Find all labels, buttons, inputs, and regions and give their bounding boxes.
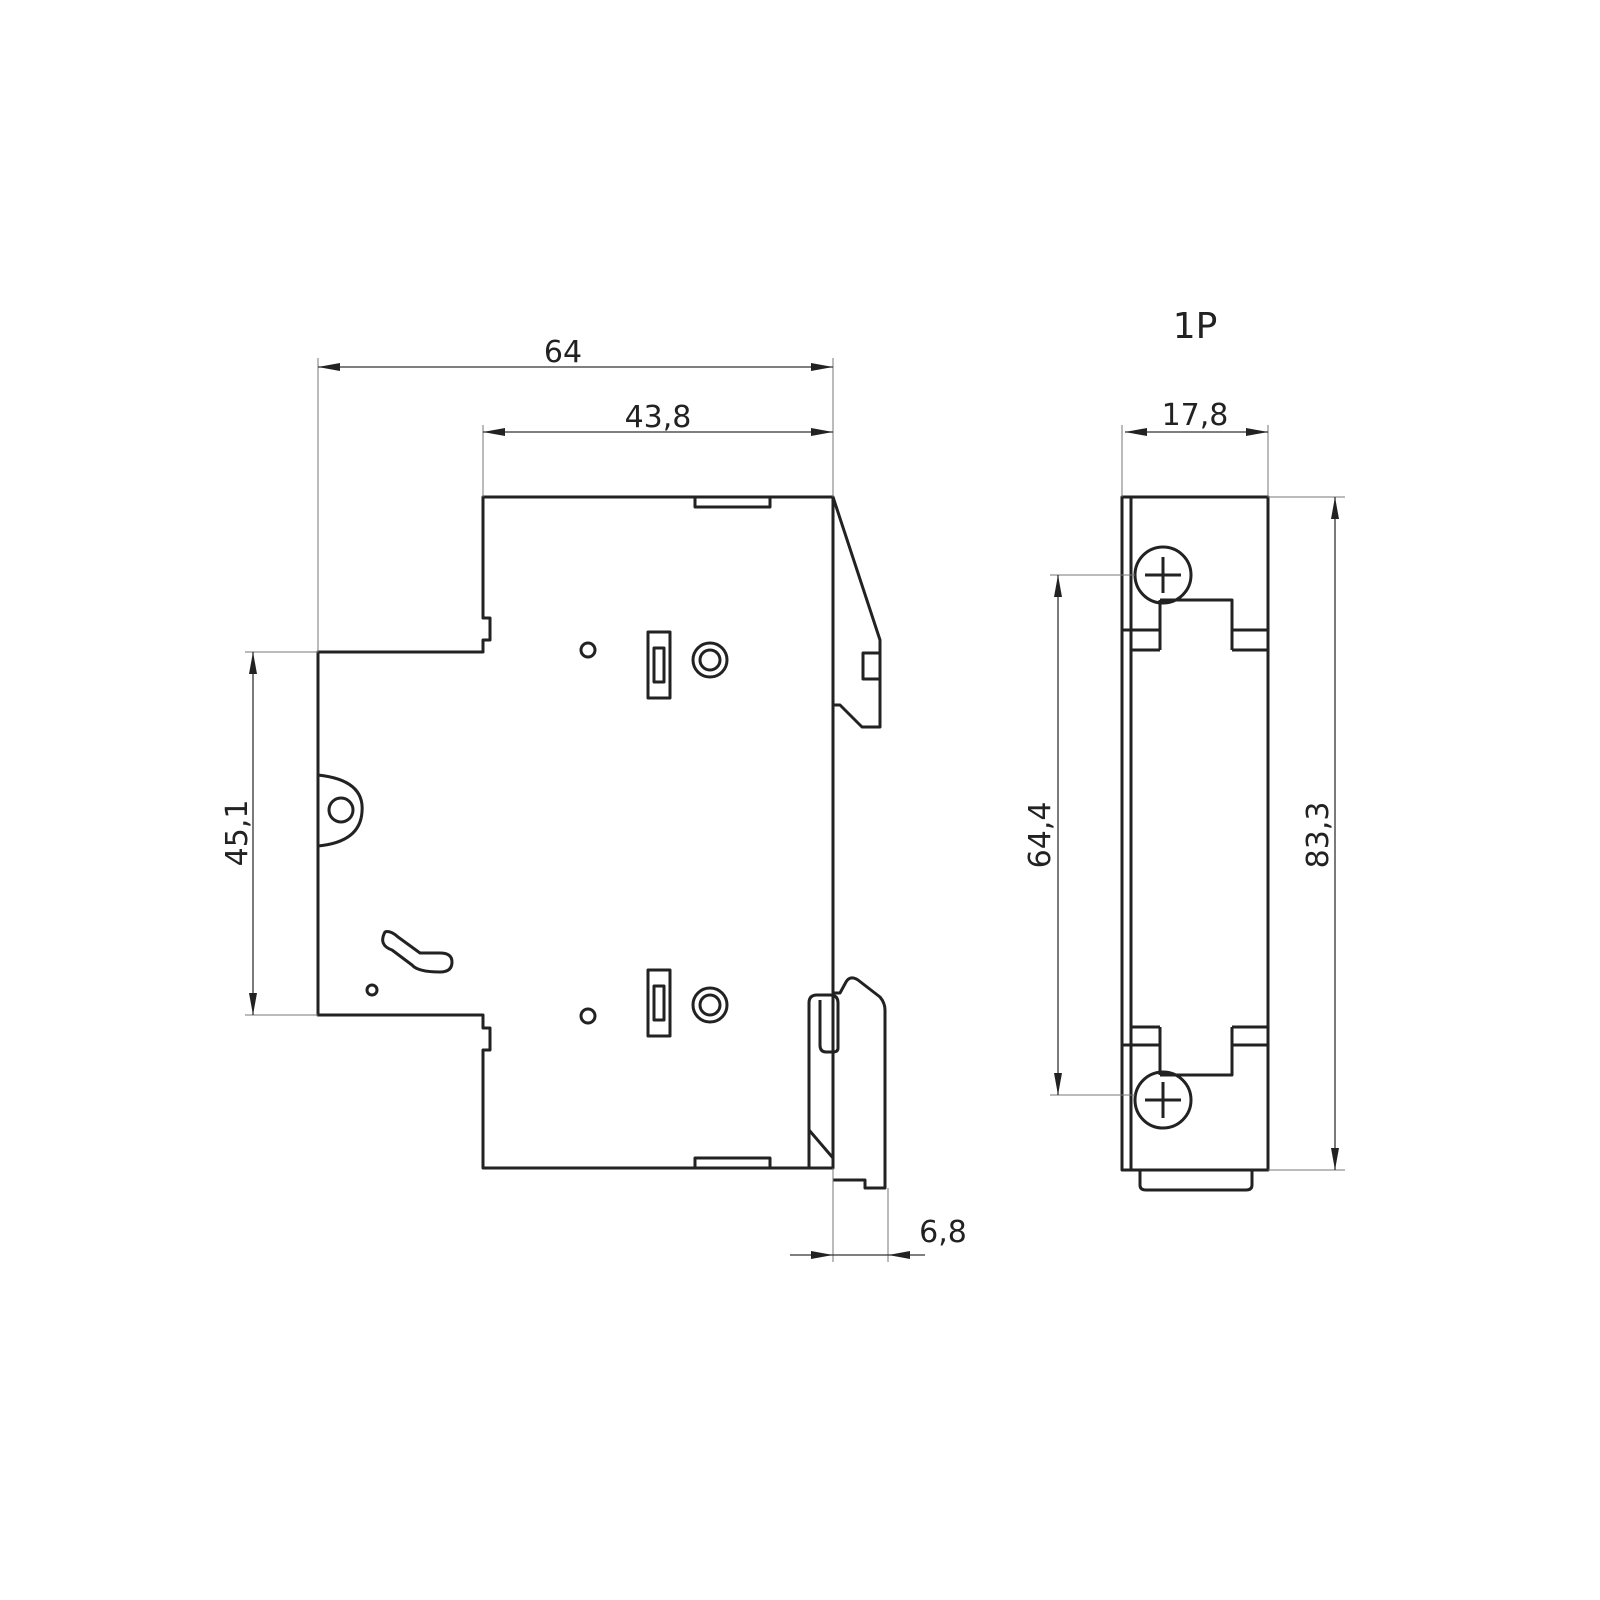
clip-edge [807,1129,835,1159]
slot [381,930,454,974]
top-terminal [1122,598,1268,652]
clip-lever [807,993,840,1168]
side-tab [317,773,364,848]
top-notch [693,497,772,509]
dim-overall-depth: 64 [544,335,582,370]
rivet-icon [691,641,729,679]
front-dimensions: 17,8 64,4 83,3 [1023,398,1345,1171]
dim-width: 17,8 [1162,398,1229,433]
side-view [316,495,887,1190]
body-outline [316,495,835,1170]
dim-front-depth: 43,8 [625,400,692,435]
indicator-inner [652,984,666,1022]
hole-icon [365,983,379,997]
front-view: 1P [1120,306,1270,1192]
dim-rail-height: 45,1 [220,800,255,867]
rivet-inner [698,648,722,672]
rivet-icon [691,986,729,1024]
din-clip-bottom [833,976,887,1190]
indicator-window [646,968,672,1038]
tab-hole-icon [327,796,355,824]
screw-icon [1133,545,1193,605]
hook-slot [861,651,882,681]
din-hook-top [831,496,882,729]
hole-icon [579,641,597,659]
indicator-window [646,630,672,700]
bottom-terminal [1122,1025,1268,1077]
dim-terminal-spacing: 64,4 [1023,802,1058,869]
rivet-inner [698,993,722,1017]
pole-label: 1P [1173,306,1218,347]
front-outline [1120,495,1270,1172]
side-dimensions: 64 43,8 45,1 6,8 [220,335,967,1262]
dim-clip-offset: 6,8 [919,1215,967,1250]
dim-height: 83,3 [1301,802,1336,869]
front-foot [1138,1170,1254,1192]
bottom-notch [693,1156,772,1168]
screw-icon [1133,1070,1193,1130]
hole-icon [579,1007,597,1025]
indicator-inner [652,646,666,684]
